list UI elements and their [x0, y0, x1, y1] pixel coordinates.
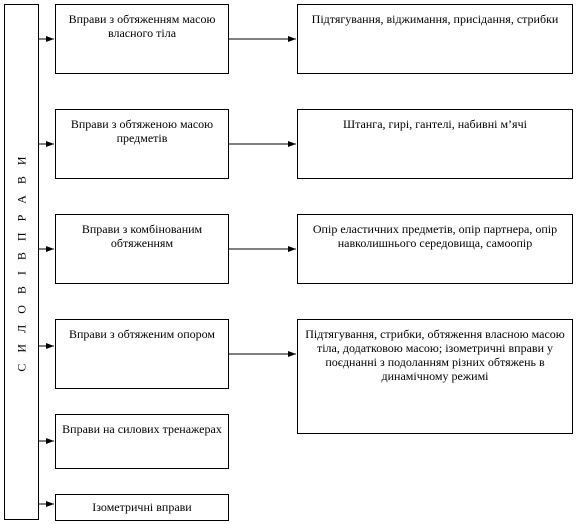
- category-box-strength-machines: Вправи на силових тренажерах: [55, 414, 229, 469]
- detail-box-weighted-resistance: Підтягування, стрибки, обтяження власною…: [297, 319, 573, 434]
- detail-text: Штанга, гирі, гантелі, набивні м’ячі: [343, 117, 527, 131]
- category-box-body-weight: Вправи з обтяженням масою власного тіла: [55, 4, 229, 74]
- category-label: Ізометричні вправи: [92, 500, 192, 514]
- detail-text: Підтягування, віджимання, присідання, ст…: [311, 12, 559, 26]
- category-label: Вправи з комбінованим обтяженням: [81, 222, 203, 250]
- category-box-combined-load: Вправи з комбінованим обтяженням: [55, 214, 229, 284]
- category-label: Вправи з обтяженням масою власного тіла: [68, 12, 216, 40]
- detail-text: Підтягування, стрибки, обтяження власною…: [305, 327, 565, 383]
- category-label: Вправи з обтяженою масою предметів: [70, 117, 214, 145]
- category-box-object-weight: Вправи з обтяженою масою предметів: [55, 109, 229, 179]
- detail-text: Опір еластичних предметів, опір партнера…: [312, 222, 558, 250]
- detail-box-body-weight: Підтягування, віджимання, присідання, ст…: [297, 4, 573, 74]
- category-label: Вправи на силових тренажерах: [62, 422, 222, 436]
- root-node-strength-exercises: С И Л О В І В П Р А В И: [4, 4, 39, 520]
- category-label: Вправи з обтяженим опором: [69, 327, 215, 341]
- category-box-isometric: Ізометричні вправи: [55, 494, 229, 521]
- detail-box-combined-load: Опір еластичних предметів, опір партнера…: [297, 214, 573, 284]
- detail-box-object-weight: Штанга, гирі, гантелі, набивні м’ячі: [297, 109, 573, 179]
- category-box-weighted-resistance: Вправи з обтяженим опором: [55, 319, 229, 389]
